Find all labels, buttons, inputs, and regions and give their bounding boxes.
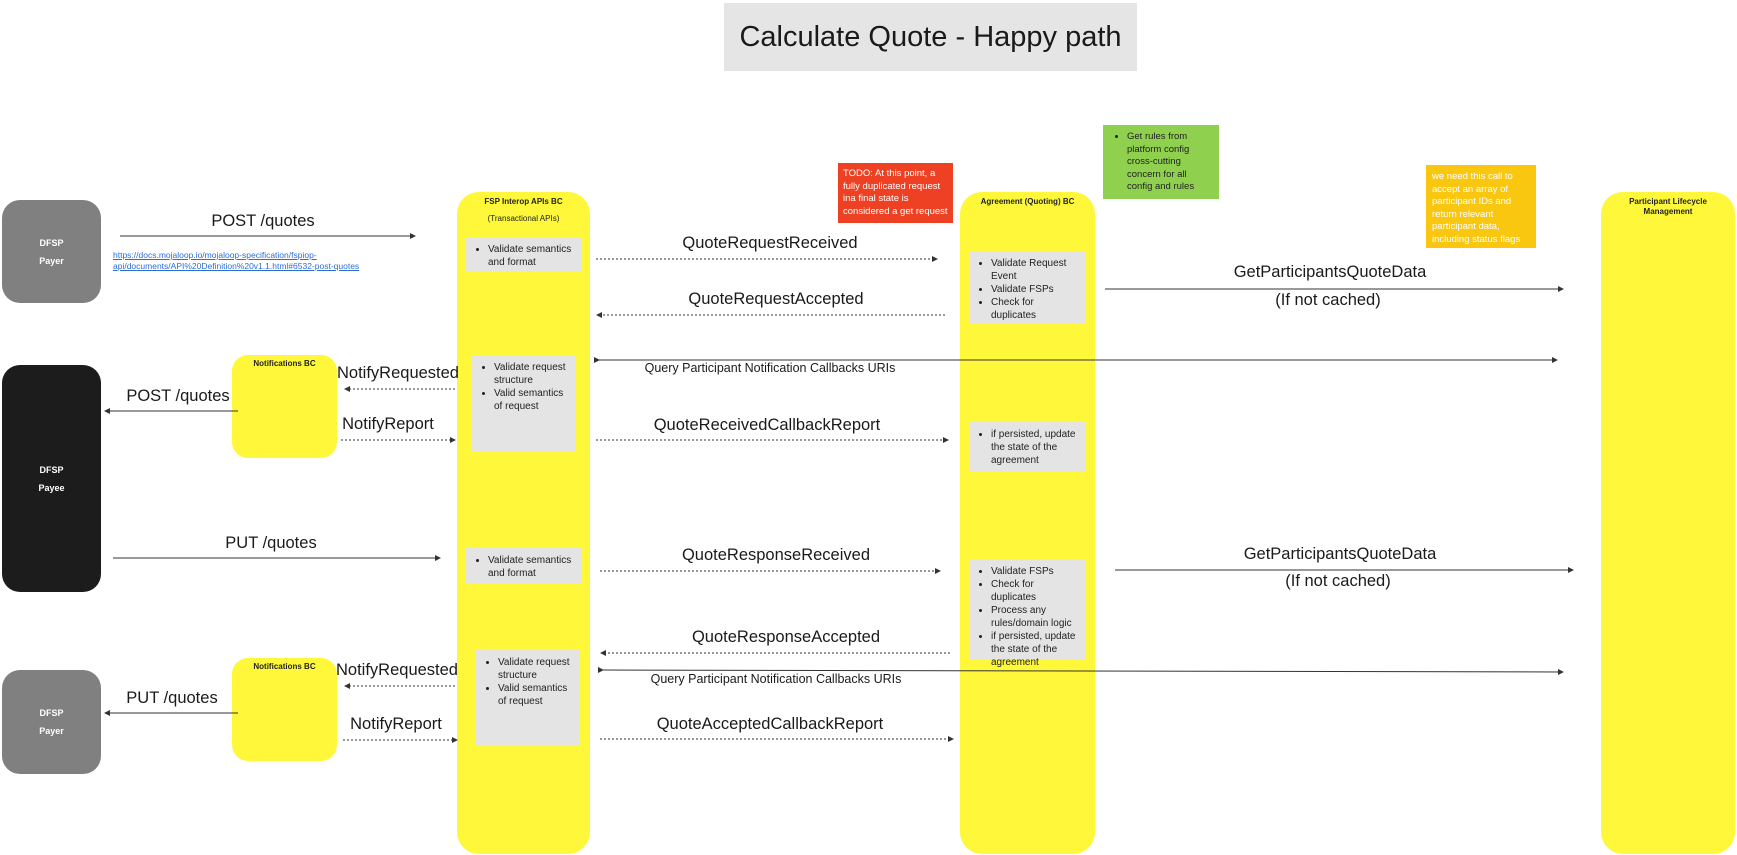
actor-label-line2: Payer xyxy=(39,726,64,736)
note-bullet: Validate FSPs xyxy=(991,283,1081,296)
label-notify-requested-2: NotifyRequested xyxy=(336,661,458,679)
actor-label-line1: DFSP xyxy=(39,708,64,718)
note-agreement-1: Validate Request EventValidate FSPsCheck… xyxy=(969,251,1085,324)
actor-label-line1: DFSP xyxy=(39,237,64,248)
label-if-not-cached-2: (If not cached) xyxy=(1285,572,1391,590)
lane-title: FSP Interop APIs BC xyxy=(484,197,563,206)
lane-title: Agreement (Quoting) BC xyxy=(980,197,1075,206)
label-put-quotes-2: PUT /quotes xyxy=(126,689,218,707)
notifications-bc-title: Notifications BC xyxy=(253,359,316,368)
note-fsp-validate-4: Validate request structureValid semantic… xyxy=(476,650,579,746)
notifications-bc-top[interactable]: Notifications BC xyxy=(232,355,337,458)
note-bullet: Get rules from platform config cross-cut… xyxy=(1127,131,1213,194)
lane-title: Participant Lifecycle Management xyxy=(1629,197,1707,216)
note-bullet: if persisted, update the state of the ag… xyxy=(991,428,1081,467)
note-bullet: Validate request structure xyxy=(498,656,575,682)
arrow-query-callbacks-2 xyxy=(597,666,1564,675)
label-if-not-cached-1: (If not cached) xyxy=(1275,291,1381,309)
actor-dfsp-payer-top[interactable]: DFSP Payer xyxy=(2,200,101,303)
label-query-callbacks-2: Query Participant Notification Callbacks… xyxy=(650,672,902,686)
note-bullet: Validate semantics and format xyxy=(488,554,577,580)
label-get-participants-1: GetParticipantsQuoteData xyxy=(1233,263,1427,281)
note-fsp-validate-2: Validate request structureValid semantic… xyxy=(472,355,575,451)
note-bullet: Validate request structure xyxy=(494,361,571,387)
note-bullet: Valid semantics of request xyxy=(494,387,571,413)
note-bullet: Process any rules/domain logic xyxy=(991,604,1081,630)
label-notify-report-1: NotifyReport xyxy=(342,415,434,433)
label-post-quotes-1: POST /quotes xyxy=(211,212,315,230)
actor-dfsp-payee[interactable]: DFSP Payee xyxy=(2,365,101,592)
notifications-bc-title: Notifications BC xyxy=(253,662,316,671)
lane-subtitle: (Transactional APIs) xyxy=(487,214,560,223)
note-bullet: Validate semantics and format xyxy=(488,243,577,269)
label-quote-request-received: QuoteRequestReceived xyxy=(682,234,858,252)
note-bullet: Validate FSPs xyxy=(991,565,1081,578)
diagram-title: Calculate Quote - Happy path xyxy=(724,3,1137,71)
actor-label-line2: Payee xyxy=(38,482,65,493)
note-bullet: Check for duplicates xyxy=(991,578,1081,604)
label-quote-response-accepted: QuoteResponseAccepted xyxy=(691,628,881,646)
note-agreement-2: if persisted, update the state of the ag… xyxy=(969,422,1085,471)
label-notify-requested-1: NotifyRequested xyxy=(337,364,459,382)
spec-link[interactable]: https://docs.mojaloop.io/mojaloop-specif… xyxy=(113,250,360,271)
note-bullet: Validate Request Event xyxy=(991,257,1081,283)
label-quote-request-accepted: QuoteRequestAccepted xyxy=(688,290,864,308)
label-quote-received-callback: QuoteReceivedCallbackReport xyxy=(653,416,881,434)
label-quote-accepted-callback: QuoteAcceptedCallbackReport xyxy=(656,715,884,733)
actor-label-line1: DFSP xyxy=(39,464,64,475)
actor-dfsp-payer-bottom[interactable]: DFSP Payer xyxy=(2,670,101,774)
note-bullet: if persisted, update the state of the ag… xyxy=(991,630,1081,669)
note-fsp-validate-1: Validate semantics and format xyxy=(466,237,581,272)
label-query-callbacks-1: Query Participant Notification Callbacks… xyxy=(644,361,896,375)
label-quote-response-received: QuoteResponseReceived xyxy=(681,546,871,564)
sticky-todo: TODO: At this point, a fully duplicated … xyxy=(838,163,953,223)
note-bullet: Check for duplicates xyxy=(991,296,1081,322)
label-post-quotes-2: POST /quotes xyxy=(126,387,230,405)
sticky-rules: Get rules from platform config cross-cut… xyxy=(1103,125,1219,199)
notifications-bc-bottom[interactable]: Notifications BC xyxy=(232,658,337,761)
note-fsp-validate-3: Validate semantics and format xyxy=(466,548,581,583)
note-bullet: Valid semantics of request xyxy=(498,682,575,708)
actor-label-line2: Payer xyxy=(39,255,64,266)
sticky-array-call: we need this call to accept an array of … xyxy=(1426,165,1536,248)
lane-participant-lifecycle[interactable]: Participant Lifecycle Management xyxy=(1601,192,1735,854)
label-notify-report-2: NotifyReport xyxy=(350,715,442,733)
label-get-participants-2: GetParticipantsQuoteData xyxy=(1243,545,1437,563)
note-agreement-3: Validate FSPsCheck for duplicatesProcess… xyxy=(969,559,1085,668)
label-put-quotes-1: PUT /quotes xyxy=(225,534,317,552)
